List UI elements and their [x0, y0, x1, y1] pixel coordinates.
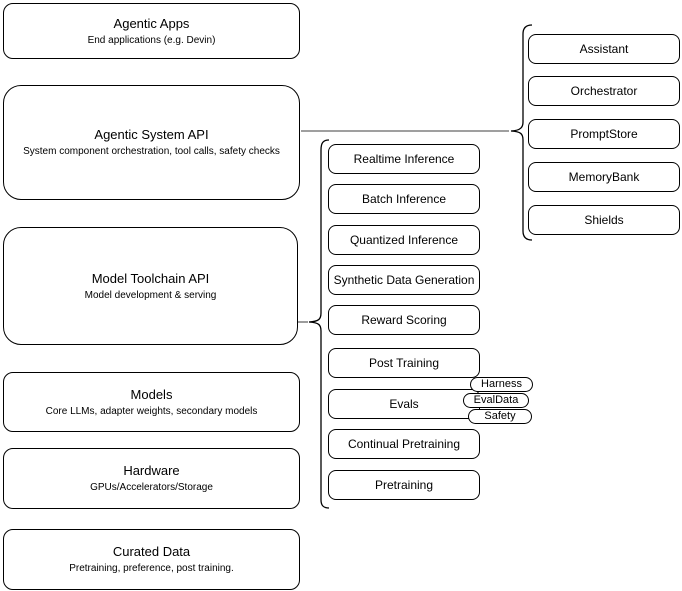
node-pretraining: Pretraining [328, 470, 480, 500]
node-realtime-inference: Realtime Inference [328, 144, 480, 174]
node-label: Assistant [579, 42, 629, 56]
node-reward-scoring: Reward Scoring [328, 305, 480, 335]
node-quantized-inference: Quantized Inference [328, 225, 480, 255]
node-assistant: Assistant [528, 34, 680, 64]
node-subtitle: GPUs/Accelerators/Storage [90, 482, 213, 493]
node-label: Realtime Inference [353, 152, 455, 166]
node-promptstore: PromptStore [528, 119, 680, 149]
node-label: Evals [389, 397, 419, 411]
pill-harness: Harness [470, 377, 533, 392]
node-shields: Shields [528, 205, 680, 235]
node-title: Models [130, 386, 173, 402]
pill-safety: Safety [468, 409, 532, 424]
node-memorybank: MemoryBank [528, 162, 680, 192]
node-subtitle: End applications (e.g. Devin) [87, 34, 216, 46]
node-continual-pretraining: Continual Pretraining [328, 429, 480, 459]
pill-label: Harness [481, 378, 522, 390]
node-title: Agentic Apps [113, 15, 190, 31]
middle-column-brace [308, 139, 330, 509]
pill-evaldata: EvalData [463, 393, 529, 408]
node-hardware: Hardware GPUs/Accelerators/Storage [3, 448, 300, 509]
node-agentic-system-api: Agentic System API System component orch… [3, 85, 300, 200]
node-evals: Evals [328, 389, 480, 419]
node-agentic-apps: Agentic Apps End applications (e.g. Devi… [3, 3, 300, 59]
node-label: Reward Scoring [361, 313, 447, 327]
node-model-toolchain-api: Model Toolchain API Model development & … [3, 227, 298, 345]
node-title: Hardware [123, 463, 180, 478]
node-label: Quantized Inference [349, 233, 459, 247]
node-label: Shields [584, 213, 624, 227]
node-models: Models Core LLMs, adapter weights, secon… [3, 372, 300, 432]
node-label: Batch Inference [361, 192, 447, 206]
node-label: PromptStore [570, 127, 638, 141]
node-subtitle: System component orchestration, tool cal… [23, 146, 280, 157]
node-subtitle: Pretraining, preference, post training. [69, 563, 234, 574]
node-label: Synthetic Data Generation [333, 273, 475, 287]
node-label: Orchestrator [570, 84, 638, 98]
node-subtitle: Model development & serving [84, 289, 217, 301]
node-title: Agentic System API [94, 127, 209, 142]
node-label: Post Training [368, 356, 440, 370]
node-label: Continual Pretraining [347, 437, 461, 451]
node-label: MemoryBank [568, 170, 640, 184]
node-title: Model Toolchain API [91, 270, 210, 286]
node-post-training: Post Training [328, 348, 480, 378]
node-subtitle: Core LLMs, adapter weights, secondary mo… [45, 405, 258, 417]
pill-label: EvalData [473, 394, 519, 406]
node-curated-data: Curated Data Pretraining, preference, po… [3, 529, 300, 590]
node-orchestrator: Orchestrator [528, 76, 680, 106]
pill-label: Safety [484, 410, 516, 422]
node-label: Pretraining [374, 478, 434, 492]
node-batch-inference: Batch Inference [328, 184, 480, 214]
node-title: Curated Data [112, 544, 191, 559]
node-synthetic-data-generation: Synthetic Data Generation [328, 265, 480, 295]
